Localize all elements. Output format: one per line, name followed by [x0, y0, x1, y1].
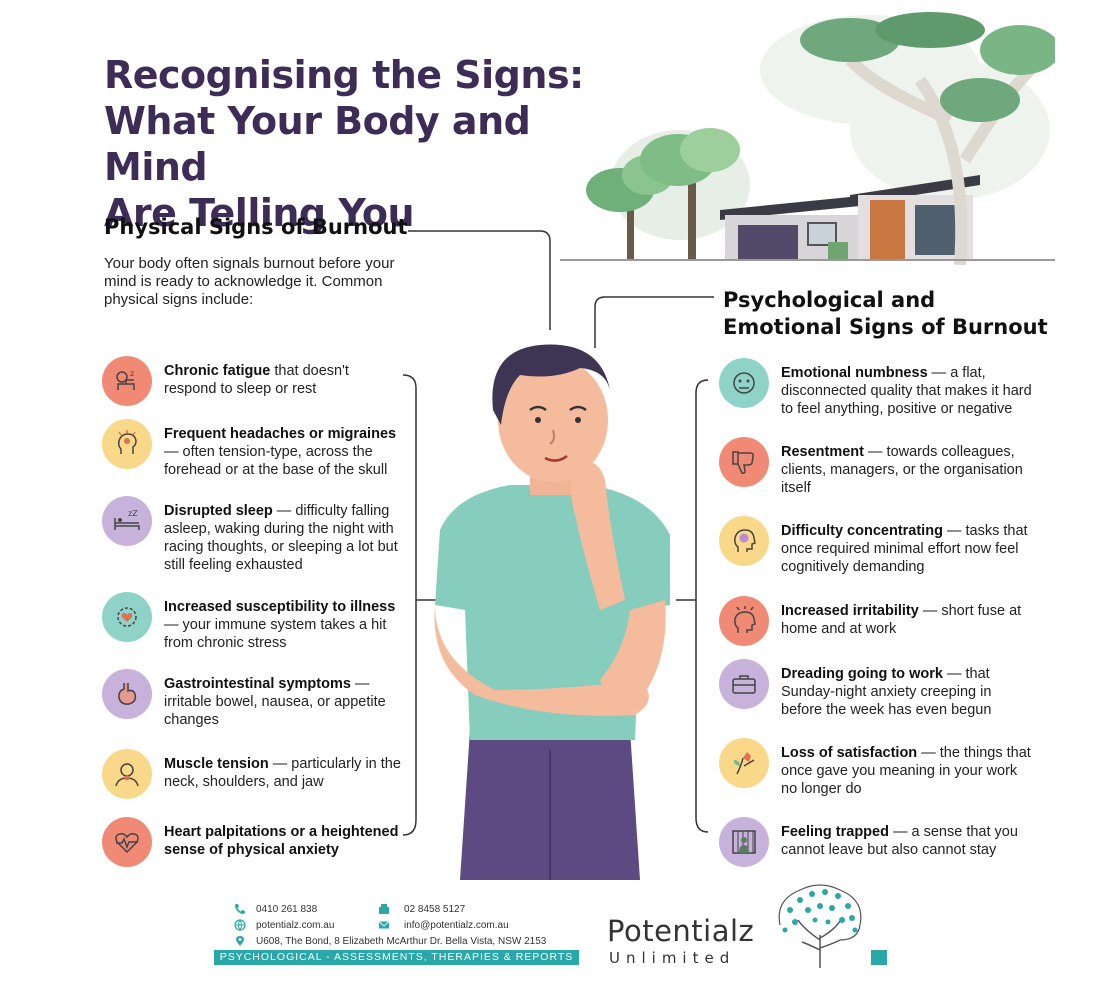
item-title: Difficulty concentrating — [781, 523, 943, 539]
item-title: Increased susceptibility to illness — [164, 599, 396, 615]
globe-icon — [234, 919, 246, 931]
psych-heading: Psychological and Emotional Signs of Bur… — [723, 287, 1048, 341]
item-description: — tasks that once required minimal effor… — [781, 523, 1028, 575]
fax-icon — [379, 904, 389, 914]
item-title: Dreading going to work — [781, 666, 943, 682]
physical-heading: Physical Signs of Burnout — [104, 215, 408, 239]
wilted-flower-icon — [719, 738, 769, 788]
physical-item: Heart palpitations or a heightened sense… — [102, 817, 404, 867]
physical-item: zZ Disrupted sleep — difficulty falling … — [102, 496, 404, 574]
blank-face-icon — [719, 358, 769, 408]
item-description: — a sense that you cannot leave but also… — [781, 824, 1018, 858]
fax-number: 02 8458 5127 — [404, 903, 466, 915]
title-line-1: Recognising the Signs: — [104, 53, 584, 97]
brand-name: Potentialz — [607, 914, 755, 948]
footer-address: U608, The Bond, 8 Elizabeth McArthur Dr.… — [234, 935, 546, 947]
house-illustration — [560, 12, 1055, 265]
psych-item: Resentment — towards colleagues, clients… — [719, 437, 1036, 497]
item-description: — that Sunday-night anxiety creeping in … — [781, 666, 992, 718]
item-title: Resentment — [781, 444, 864, 460]
item-title: Increased irritability — [781, 603, 919, 619]
heartbeat-icon — [102, 817, 152, 867]
footer-website: potentialz.com.au — [234, 919, 334, 931]
item-title: Chronic fatigue — [164, 363, 271, 379]
item-description: that doesn't respond to sleep or rest — [164, 363, 349, 397]
item-title: Heart palpitations or a heightened sense… — [164, 824, 399, 858]
bed-sleep-icon: zZ — [102, 496, 152, 546]
item-description: — irritable bowel, nausea, or appetite c… — [164, 676, 386, 728]
item-description: — difficulty falling asleep, waking duri… — [164, 503, 398, 573]
psych-item: Difficulty concentrating — tasks that on… — [719, 516, 1036, 576]
neck-tension-icon — [102, 749, 152, 799]
svg-text:zZ: zZ — [128, 509, 138, 518]
footer-email: info@potentialz.com.au — [378, 919, 509, 931]
tired-person-icon: z — [102, 356, 152, 406]
physical-item: Increased susceptibility to illness — yo… — [102, 592, 404, 652]
briefcase-icon — [719, 659, 769, 709]
phone-number: 0410 261 838 — [256, 903, 318, 915]
phone-icon — [235, 904, 245, 914]
stomach-icon — [102, 669, 152, 719]
email-link[interactable]: info@potentialz.com.au — [404, 919, 509, 931]
brand-subtitle: Unlimited — [609, 949, 736, 967]
title-line-2: What Your Body and Mind — [104, 99, 531, 189]
psych-heading-line-1: Psychological and — [723, 288, 936, 312]
item-title: Feeling trapped — [781, 824, 889, 840]
brain-tree-logo — [778, 884, 862, 968]
item-description: — particularly in the neck, shoulders, a… — [164, 756, 401, 790]
psych-item: Increased irritability — short fuse at h… — [719, 596, 1036, 646]
physical-item: Gastrointestinal symptoms — irritable bo… — [102, 669, 404, 729]
psych-item: Dreading going to work — that Sunday-nig… — [719, 659, 1036, 719]
thumbs-down-icon — [719, 437, 769, 487]
thinking-man-illustration — [434, 344, 670, 880]
physical-item: z Chronic fatigue that doesn't respond t… — [102, 356, 404, 406]
item-description: — the things that once gave you meaning … — [781, 745, 1031, 797]
headache-icon — [102, 419, 152, 469]
brand-accent-square — [871, 950, 887, 965]
address-text: U608, The Bond, 8 Elizabeth McArthur Dr.… — [256, 935, 547, 947]
footer-phone: 0410 261 838 — [234, 903, 317, 915]
item-title: Emotional numbness — [781, 365, 928, 381]
brain-head-icon — [719, 516, 769, 566]
footer-fax: 02 8458 5127 — [378, 903, 465, 915]
item-title: Muscle tension — [164, 756, 269, 772]
item-title: Gastrointestinal symptoms — [164, 676, 351, 692]
item-description: — often tension-type, across the forehea… — [164, 444, 388, 478]
item-description: — short fuse at home and at work — [781, 603, 1022, 637]
item-title: Frequent headaches or migraines — [164, 426, 397, 442]
physical-item: Frequent headaches or migraines — often … — [102, 419, 404, 479]
immune-heart-icon — [102, 592, 152, 642]
psych-item: Emotional numbness — a flat, disconnecte… — [719, 358, 1036, 418]
caged-person-icon — [719, 817, 769, 867]
psych-item: Feeling trapped — a sense that you canno… — [719, 817, 1036, 867]
physical-intro: Your body often signals burnout before y… — [104, 255, 395, 308]
angry-head-icon — [719, 596, 769, 646]
svg-text:z: z — [130, 369, 134, 378]
physical-item: Muscle tension — particularly in the nec… — [102, 749, 404, 799]
item-title: Loss of satisfaction — [781, 745, 918, 761]
page-title: Recognising the Signs: What Your Body an… — [104, 52, 644, 236]
footer-tagline: PSYCHOLOGICAL - ASSESSMENTS, THERAPIES &… — [214, 950, 579, 965]
title-line-3: Are Telling You — [104, 191, 415, 235]
item-description: — a flat, disconnected quality that make… — [781, 365, 1032, 417]
item-description: — your immune system takes a hit from ch… — [164, 617, 387, 651]
psych-heading-line-2: Emotional Signs of Burnout — [723, 315, 1048, 339]
item-description: — towards colleagues, clients, managers,… — [781, 444, 1023, 496]
envelope-icon — [378, 921, 390, 929]
item-title: Disrupted sleep — [164, 503, 273, 519]
location-pin-icon — [236, 936, 244, 946]
website-link[interactable]: potentialz.com.au — [256, 919, 335, 931]
psych-item: Loss of satisfaction — the things that o… — [719, 738, 1036, 798]
